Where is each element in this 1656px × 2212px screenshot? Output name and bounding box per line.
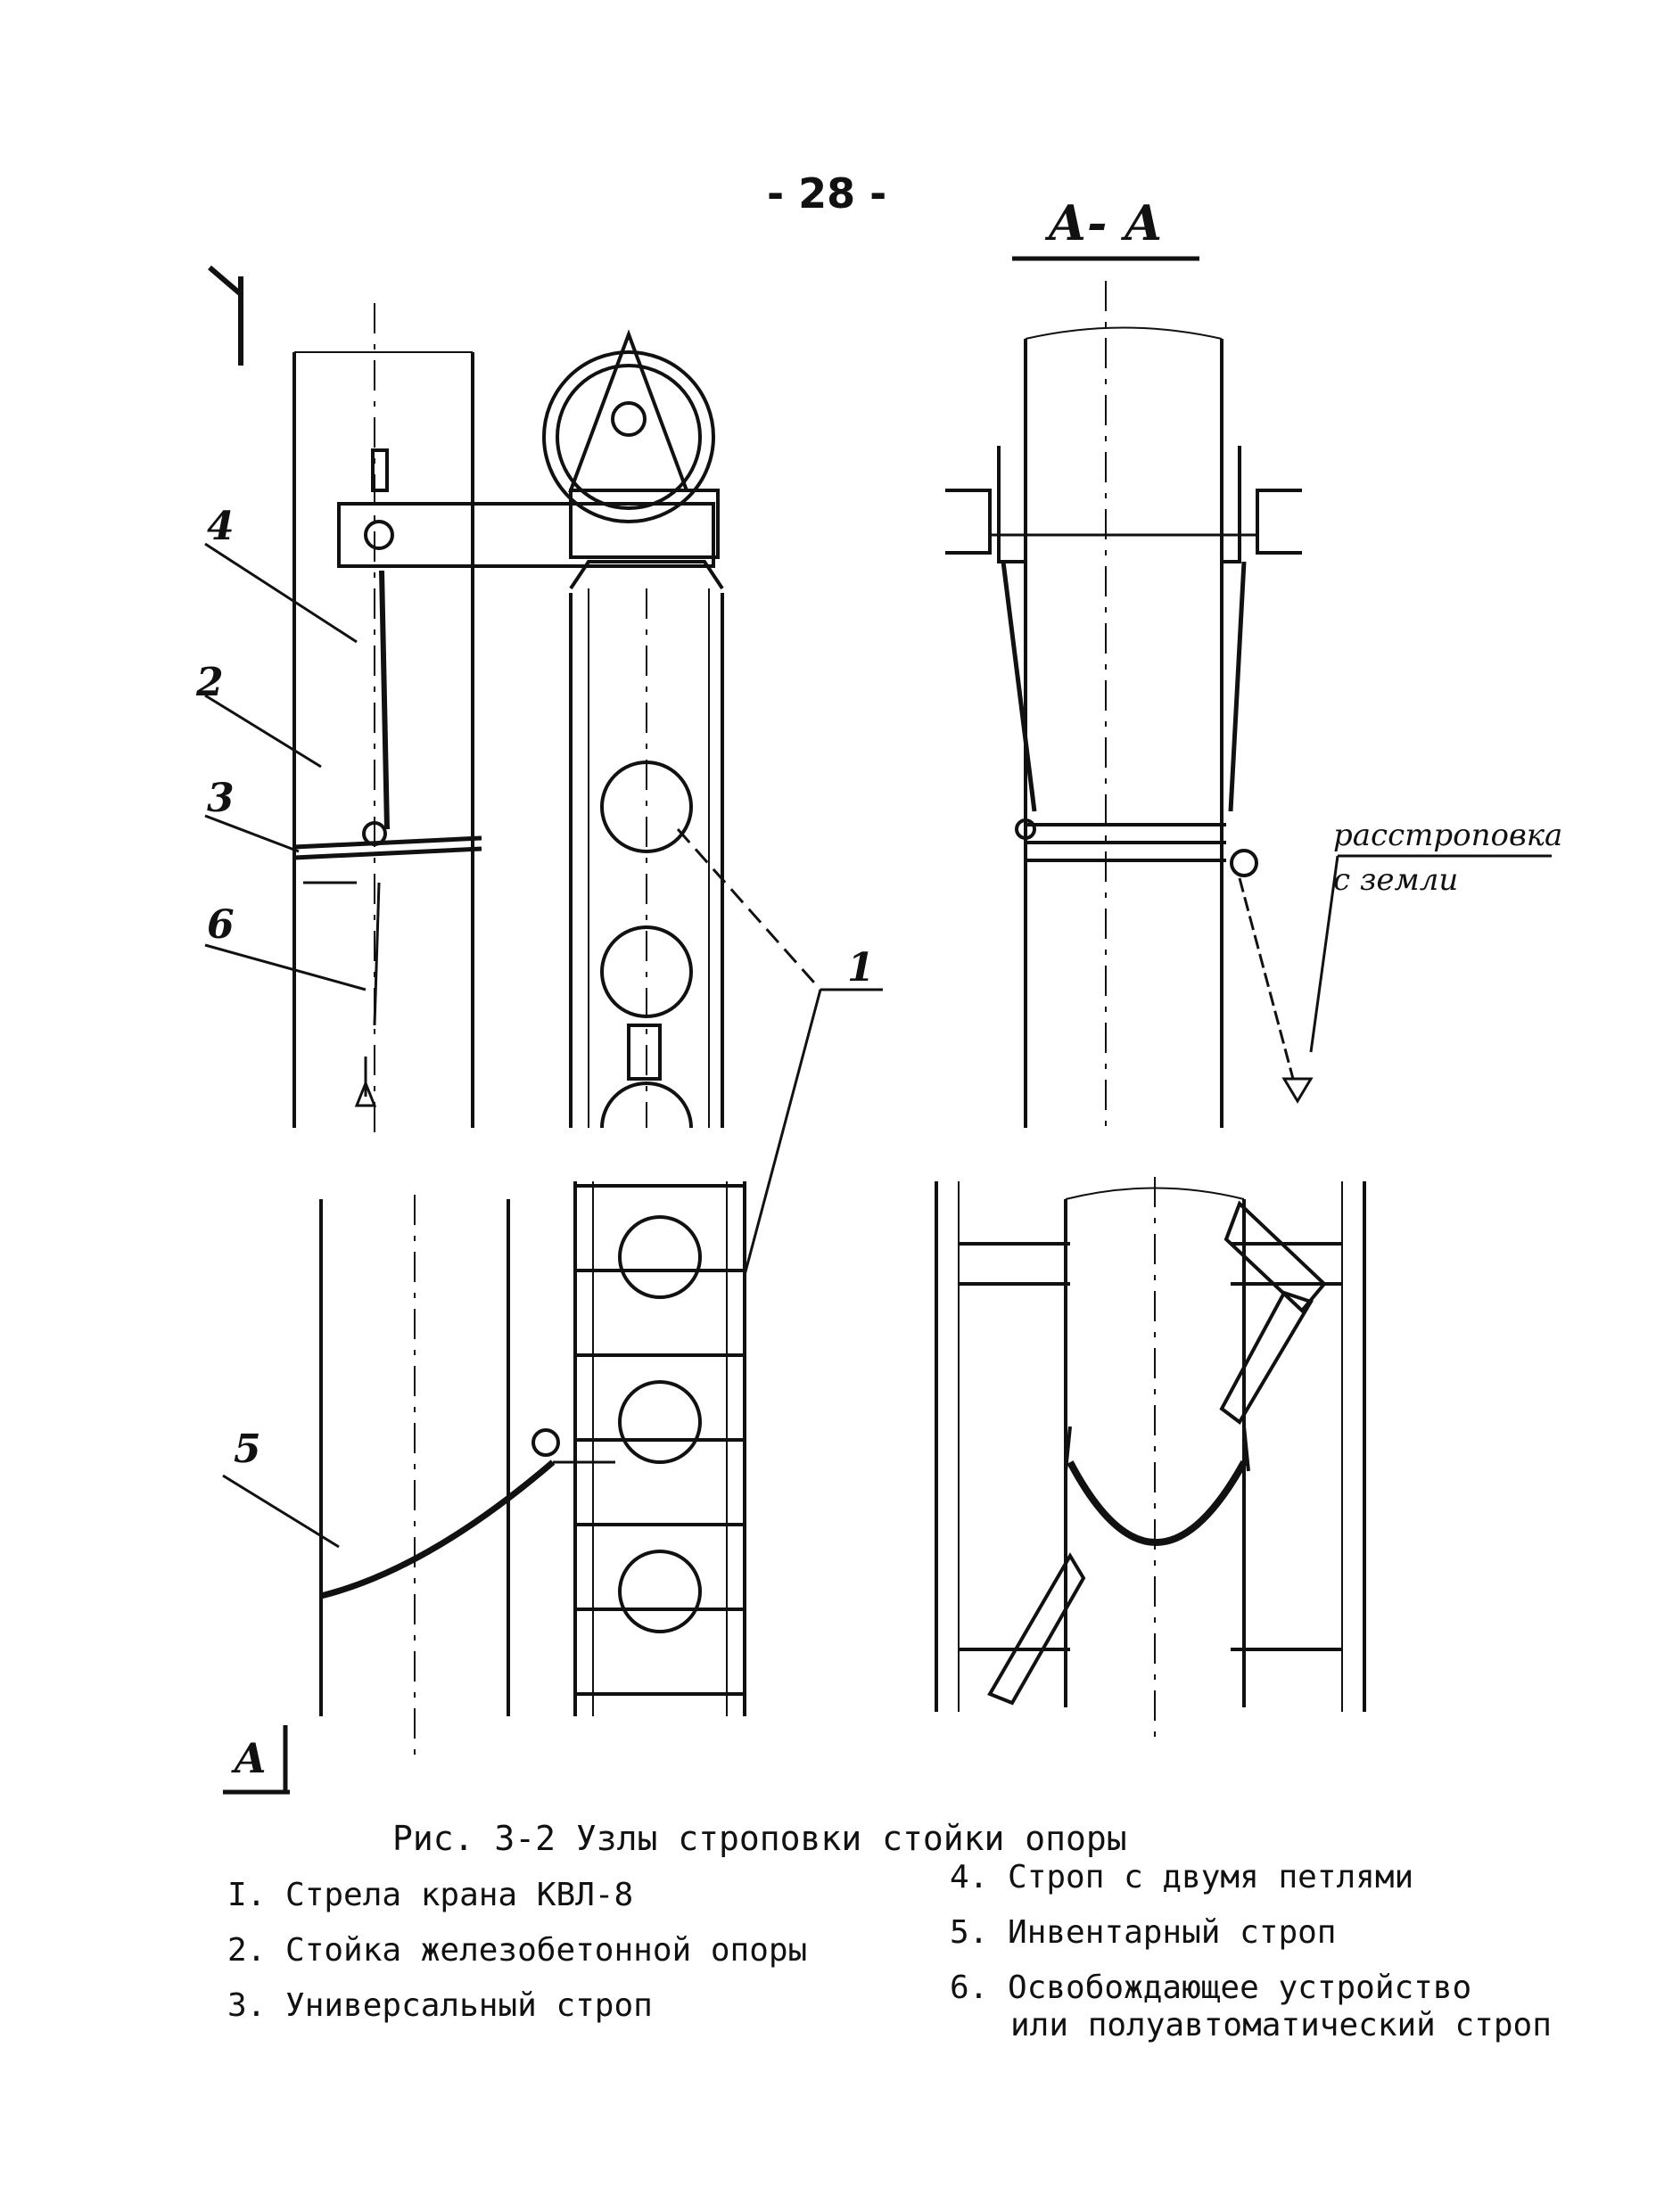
figure-caption: Рис. 3-2 Узлы строповки стойки опоры [392,1819,1127,1858]
section-aa-upper [945,256,1552,1132]
callout-6: 6 [207,902,235,948]
callout-5: 5 [234,1427,261,1472]
release-note-line-2: с земли [1333,862,1459,898]
lower-left-assembly [222,1181,746,1795]
legend-item-6: 6. Освобождающее устройство [950,1969,1472,2006]
release-note-line-1: расстроповка [1333,818,1563,853]
release-note: расстроповка с земли [1333,816,1562,900]
upper-left-assembly [204,265,883,1276]
legend-item-6-cont: или полуавтоматический строп [1010,2007,1552,2043]
section-mark-a: А [234,1734,268,1782]
legend-right: 4. Строп с двумя петлями 5. Инвентарный … [950,1859,1552,2062]
rigging-diagram [204,256,1552,1795]
legend-item-2: 2. Стойка железобетонной опоры [227,1932,808,1969]
callout-1: 1 [847,945,875,991]
callout-3: 3 [207,776,235,821]
callout-4: 4 [207,504,235,549]
legend-item-3: 3. Универсальный строп [227,1987,653,2024]
legend-item-1: I. Стрела крана КВЛ-8 [227,1877,634,1913]
section-aa-lower [935,1177,1366,1747]
legend-item-4: 4. Строп с двумя петлями [950,1859,1414,1895]
legend-item-5: 5. Инвентарный строп [950,1914,1337,1951]
section-label-aa: А- А [1048,194,1164,251]
page-number: - 28 - [767,169,887,218]
callout-2: 2 [196,660,224,705]
legend-left: I. Стрела крана КВЛ-8 2. Стойка железобе… [227,1877,807,2043]
